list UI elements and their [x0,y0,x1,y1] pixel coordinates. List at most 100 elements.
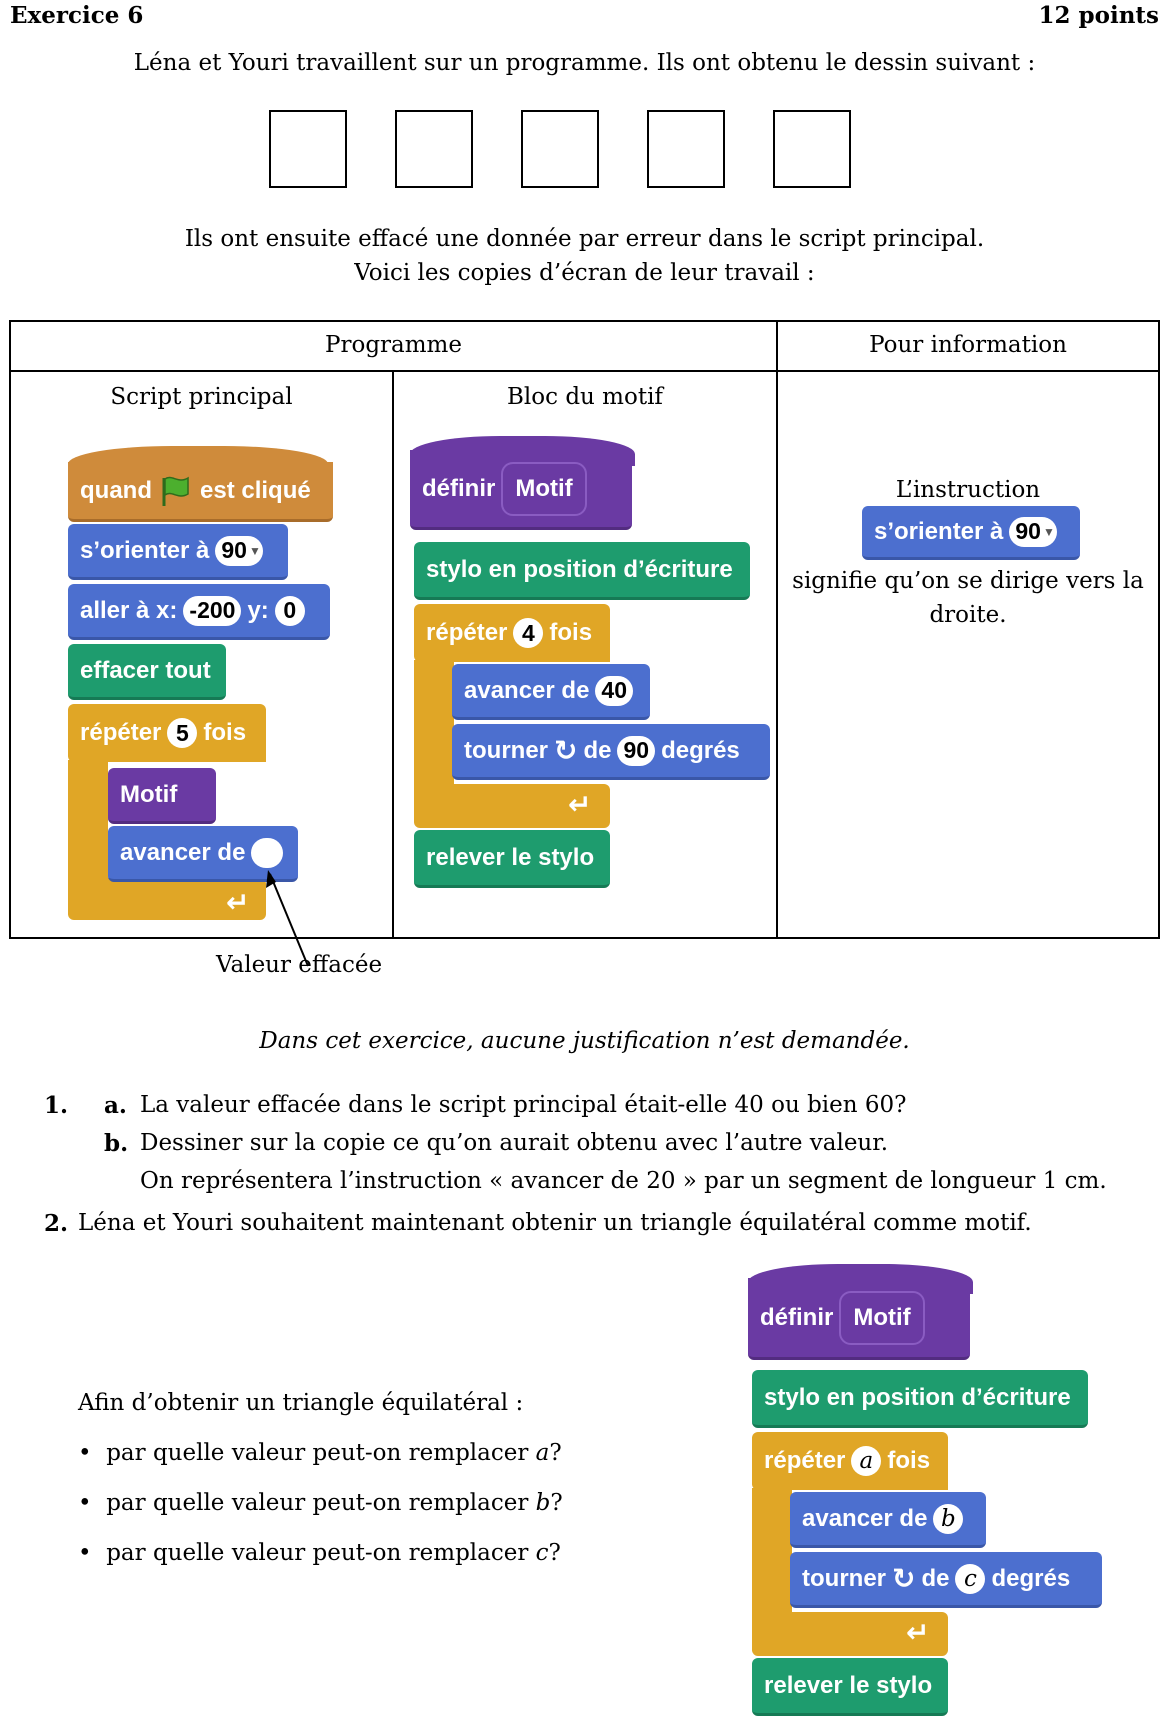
repeat4-count[interactable]: 4 [513,618,543,648]
q1a-label: a. [104,1092,127,1119]
repeat-block-arm [68,760,108,880]
quand-label: quand [80,477,152,505]
pen-down2-block[interactable]: stylo en position d’écriture [752,1370,1088,1428]
turn-c-block[interactable]: tourner ↻ de c degrés [790,1552,1102,1608]
square-5 [773,110,851,188]
triangle-intro: Afin d’obtenir un triangle équilatéral : [78,1390,523,1416]
q1b-text: Dessiner sur la copie ce qu’on aurait ob… [140,1130,888,1156]
repeat-a-label: répéter [764,1447,845,1475]
q2-number: 2. [44,1210,68,1237]
define-name-slot[interactable]: Motif [501,462,586,516]
loop-arrow-icon: ↵ [568,788,591,821]
forward40-block[interactable]: avancer de 40 [452,664,650,720]
pen-down2-label: stylo en position d’écriture [764,1384,1071,1412]
table-border-left [9,320,11,939]
est-clique-label: est cliqué [200,477,311,505]
turn-value[interactable]: 90 [617,736,655,766]
rotate-clockwise-icon: ↻ [554,734,577,767]
define-label: définir [422,475,495,503]
pen-up-block[interactable]: relever le stylo [414,830,610,888]
loop-arrow-icon: ↵ [226,886,249,919]
pen-up-label: relever le stylo [426,844,594,872]
exercise-points: 12 points [1039,2,1159,29]
pen-down-label: stylo en position d’écriture [426,556,733,584]
pen-down-block[interactable]: stylo en position d’écriture [414,542,750,600]
exercise-title: Exercice 6 [10,2,143,29]
repeat-a-block-arm [752,1488,792,1618]
turn-de-label: de [583,737,611,765]
dropdown-arrow-icon: ▼ [249,544,261,558]
motif-call-block[interactable]: Motif [108,768,216,824]
define2-block[interactable]: définir Motif [748,1278,970,1360]
info-orient-block[interactable]: s’orienter à 90▼ [862,506,1080,560]
turn-c-de-label: de [921,1565,949,1593]
goto-label: aller à x: [80,597,177,625]
info-orient-value[interactable]: 90▼ [1009,517,1056,547]
col-programme: Programme [11,332,776,358]
when-flag-clicked-block[interactable]: quand est cliqué [68,462,333,522]
repeat4-label-row: répéter 4 fois [414,604,592,662]
goto-block[interactable]: aller à x: -200 y: 0 [68,584,330,640]
var-a: a [536,1440,550,1466]
square-3 [521,110,599,188]
erased-value-label: Valeur effacée [216,952,382,978]
define-block[interactable]: définir Motif [410,450,632,530]
clear-block[interactable]: effacer tout [68,644,226,700]
repeat-a-value[interactable]: a [851,1446,881,1476]
define2-label: définir [760,1304,833,1332]
orient-value[interactable]: 90▼ [215,536,262,566]
turn-c-degrees-label: degrés [991,1565,1070,1593]
pen-up2-block[interactable]: relever le stylo [752,1658,948,1716]
forward-empty-value[interactable] [251,838,283,868]
var-c: c [536,1540,549,1566]
define2-name-slot[interactable]: Motif [839,1291,924,1345]
pen-up2-label: relever le stylo [764,1672,932,1700]
turn-block[interactable]: tourner ↻ de 90 degrés [452,724,770,780]
repeat4-label: répéter [426,619,507,647]
bullet-a-text: par quelle valeur peut-on remplacer [106,1440,535,1466]
info-orient-label: s’orienter à [874,518,1003,546]
fois-label: fois [203,719,246,747]
intro-text-3: Voici les copies d’écran de leur travail… [0,260,1169,286]
table-border-bottom [9,937,1160,939]
turn-label: tourner [464,737,548,765]
q1b-label: b. [104,1130,128,1157]
turn-c-label: tourner [802,1565,886,1593]
goto-x-value[interactable]: -200 [183,596,241,626]
repeat-label: répéter [80,719,161,747]
repeat4-block-arm [414,660,454,790]
dropdown-arrow-icon: ▼ [1043,525,1055,539]
table-border-mid [9,370,1160,372]
orient-value-text: 90 [221,537,247,564]
forward40-value[interactable]: 40 [595,676,633,706]
orient-block[interactable]: s’orienter à 90▼ [68,524,288,580]
note-text: Dans cet exercice, aucune justification … [0,1028,1169,1054]
repeat-a-label-row: répéter a fois [752,1432,930,1490]
info-orient-value-text: 90 [1015,518,1041,545]
goto-y-label: y: [247,597,268,625]
sub-script: Script principal [11,384,392,410]
clear-label: effacer tout [80,657,211,685]
q2-text: Léna et Youri souhaitent maintenant obte… [78,1210,1032,1236]
goto-y-value[interactable]: 0 [275,596,305,626]
bullet-a: • par quelle valeur peut-on remplacer a? [78,1440,562,1466]
turn-c-value[interactable]: c [955,1564,985,1594]
turn-degrees-label: degrés [661,737,740,765]
info-line-2: signifie qu’on se dirige vers la [778,568,1158,594]
q1a-text: La valeur effacée dans le script princip… [140,1092,907,1118]
repeat4-fois: fois [549,619,592,647]
repeat-count[interactable]: 5 [167,718,197,748]
forward40-label: avancer de [464,677,589,705]
table-divider-motif [392,370,394,939]
bullet-b-text: par quelle valeur peut-on remplacer [106,1490,535,1516]
table-divider-info [776,320,778,939]
bullet-c-text: par quelle valeur peut-on remplacer [106,1540,535,1566]
info-line-3: droite. [778,602,1158,628]
intro-text-2: Ils ont ensuite effacé une donnée par er… [0,226,1169,252]
forward-b-value[interactable]: b [933,1504,963,1534]
rotate-clockwise-icon: ↻ [892,1562,915,1595]
q1-number: 1. [44,1092,68,1119]
forward-b-block[interactable]: avancer de b [790,1492,986,1548]
repeat-label-row: répéter 5 fois [68,704,246,762]
col-info: Pour information [778,332,1158,358]
